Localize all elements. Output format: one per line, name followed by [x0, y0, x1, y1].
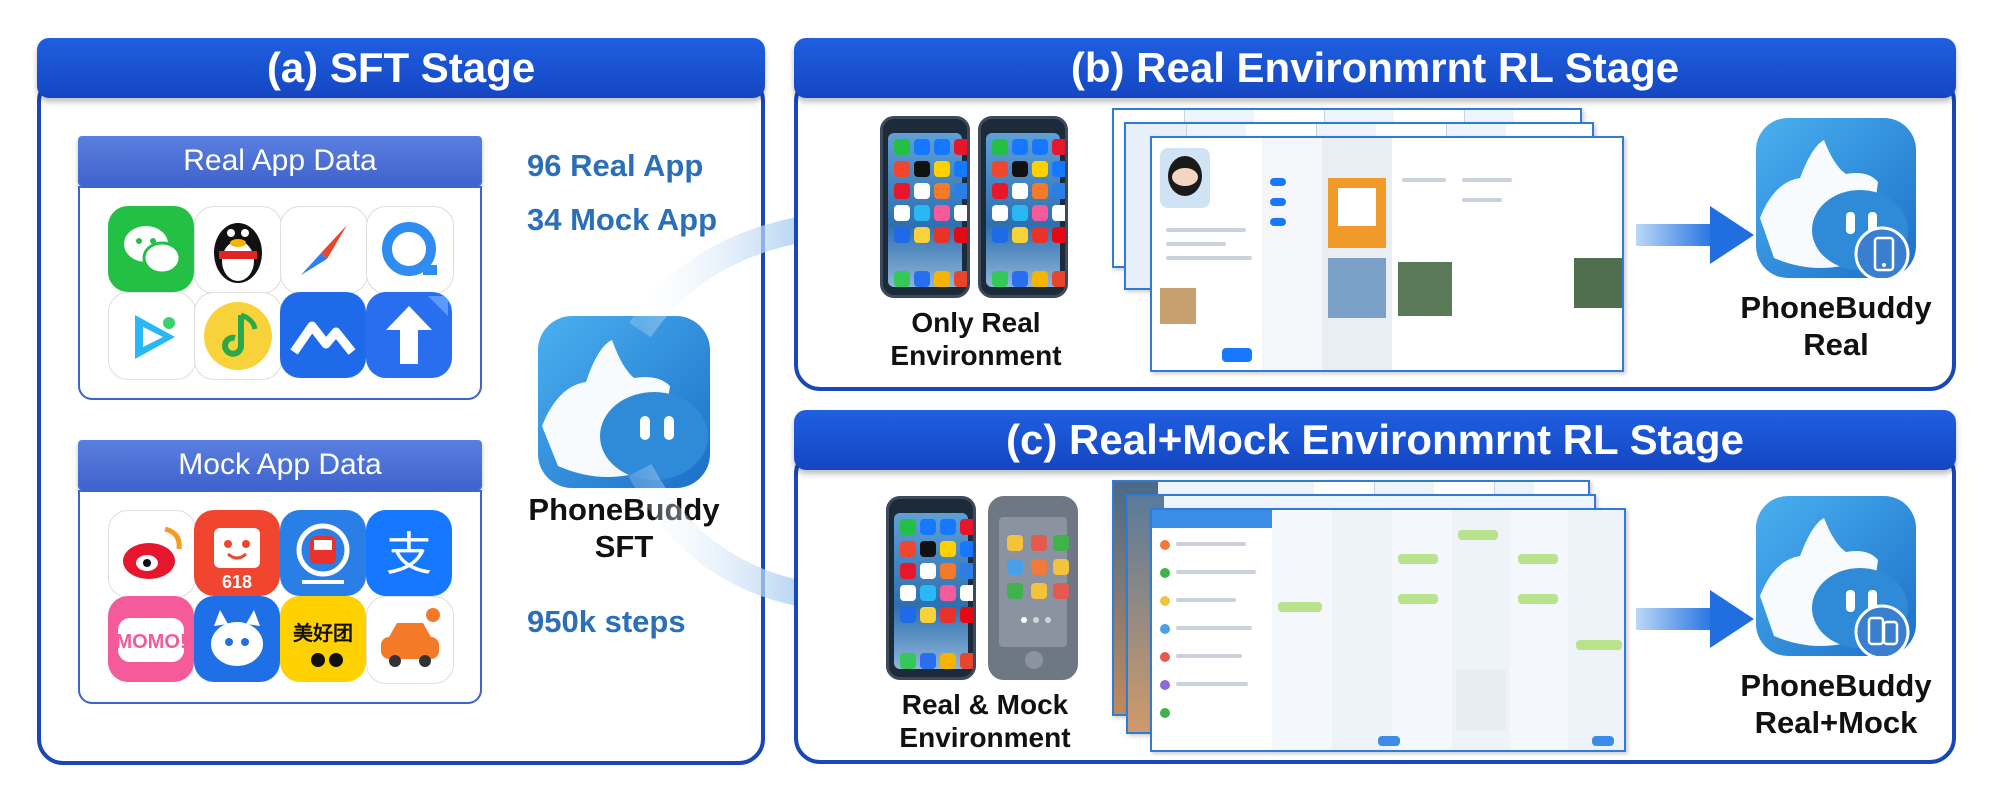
- alipay-icon: 支: [366, 510, 452, 596]
- mock-app-data-header: Mock App Data: [78, 440, 482, 490]
- momo-label: MOMO!: [115, 631, 186, 653]
- phonebuddy-sft-label: PhoneBuddy SFT: [516, 492, 732, 565]
- only-real-env-label: Only Real Environment: [866, 306, 1086, 372]
- real-rl-stage-header: (b) Real Environmrnt RL Stage: [794, 38, 1956, 98]
- training-steps: 950k steps: [527, 604, 686, 639]
- only-real-env-label-line2: Environment: [890, 340, 1062, 372]
- video-icon: [108, 292, 196, 380]
- mock-to-model-arrow: [1636, 590, 1754, 648]
- real-mock-env-label-line2: Environment: [899, 722, 1071, 754]
- real-app-data-header: Real App Data: [78, 136, 482, 186]
- music-icon: [194, 292, 282, 380]
- train-icon: [280, 510, 366, 596]
- phonebuddy-real-label-line1: PhoneBuddy: [1740, 290, 1932, 325]
- meituan-label: 美好团: [293, 621, 353, 645]
- phonebuddy-real-mock-label-line1: PhoneBuddy: [1740, 668, 1932, 703]
- phonebuddy-sft-logo-icon: [538, 316, 710, 488]
- search-icon: [366, 206, 454, 294]
- meituan-icon: 美好团: [280, 596, 366, 682]
- mock-app-count: 34 Mock App: [527, 202, 718, 237]
- phonebuddy-real-mock-label: PhoneBuddy Real+Mock: [1720, 668, 1952, 741]
- real-mock-env-label: Real & Mock Environment: [870, 688, 1100, 754]
- only-real-env-label-line1: Only Real: [911, 307, 1041, 338]
- phonebuddy-real-logo-icon: [1756, 118, 1916, 282]
- mock-phone: [988, 496, 1078, 680]
- phonebuddy-real-label: PhoneBuddy Real: [1726, 290, 1946, 363]
- qq-penguin-icon: [194, 206, 282, 294]
- real-screenshot-stack-front: [1150, 136, 1624, 372]
- momo-icon: MOMO!: [108, 596, 194, 682]
- real-phone-1: [880, 116, 970, 298]
- phones-icon: [1867, 616, 1899, 646]
- real-phone-2: [978, 116, 1068, 298]
- mock-rl-stage-header: (c) Real+Mock Environmrnt RL Stage: [794, 410, 1956, 470]
- svg-text:支: 支: [386, 527, 432, 581]
- compass-icon: [280, 206, 368, 294]
- mock-screenshot-stack-front: [1150, 508, 1626, 752]
- wechat-icon: [108, 206, 194, 292]
- robot-icon: [194, 596, 280, 682]
- mountain-icon: [280, 292, 366, 378]
- phonebuddy-sft-label-line1: PhoneBuddy: [528, 492, 720, 527]
- phonebuddy-real-mock-logo-icon: [1756, 496, 1916, 660]
- real-phone-3: [886, 496, 976, 680]
- real-app-count: 96 Real App: [527, 148, 704, 183]
- sft-stage-header: (a) SFT Stage: [37, 38, 765, 98]
- car-icon: [366, 596, 454, 684]
- real-to-model-arrow: [1636, 206, 1754, 264]
- mock-app-icon-grid: 618 支 MOMO! 美好团: [78, 490, 482, 704]
- phonebuddy-real-mock-label-line2: Real+Mock: [1754, 704, 1918, 740]
- weibo-icon: [108, 510, 196, 598]
- shopping-618-icon: 618: [194, 510, 280, 596]
- phonebuddy-real-label-line2: Real: [1803, 326, 1869, 362]
- real-app-icon-grid: [78, 186, 482, 400]
- arrow-up-icon: [366, 292, 452, 378]
- phonebuddy-sft-label-line2: SFT: [594, 528, 654, 564]
- 618-label: 618: [222, 572, 252, 592]
- real-mock-env-label-line1: Real & Mock: [901, 689, 1069, 720]
- phone-icon: [1873, 236, 1895, 272]
